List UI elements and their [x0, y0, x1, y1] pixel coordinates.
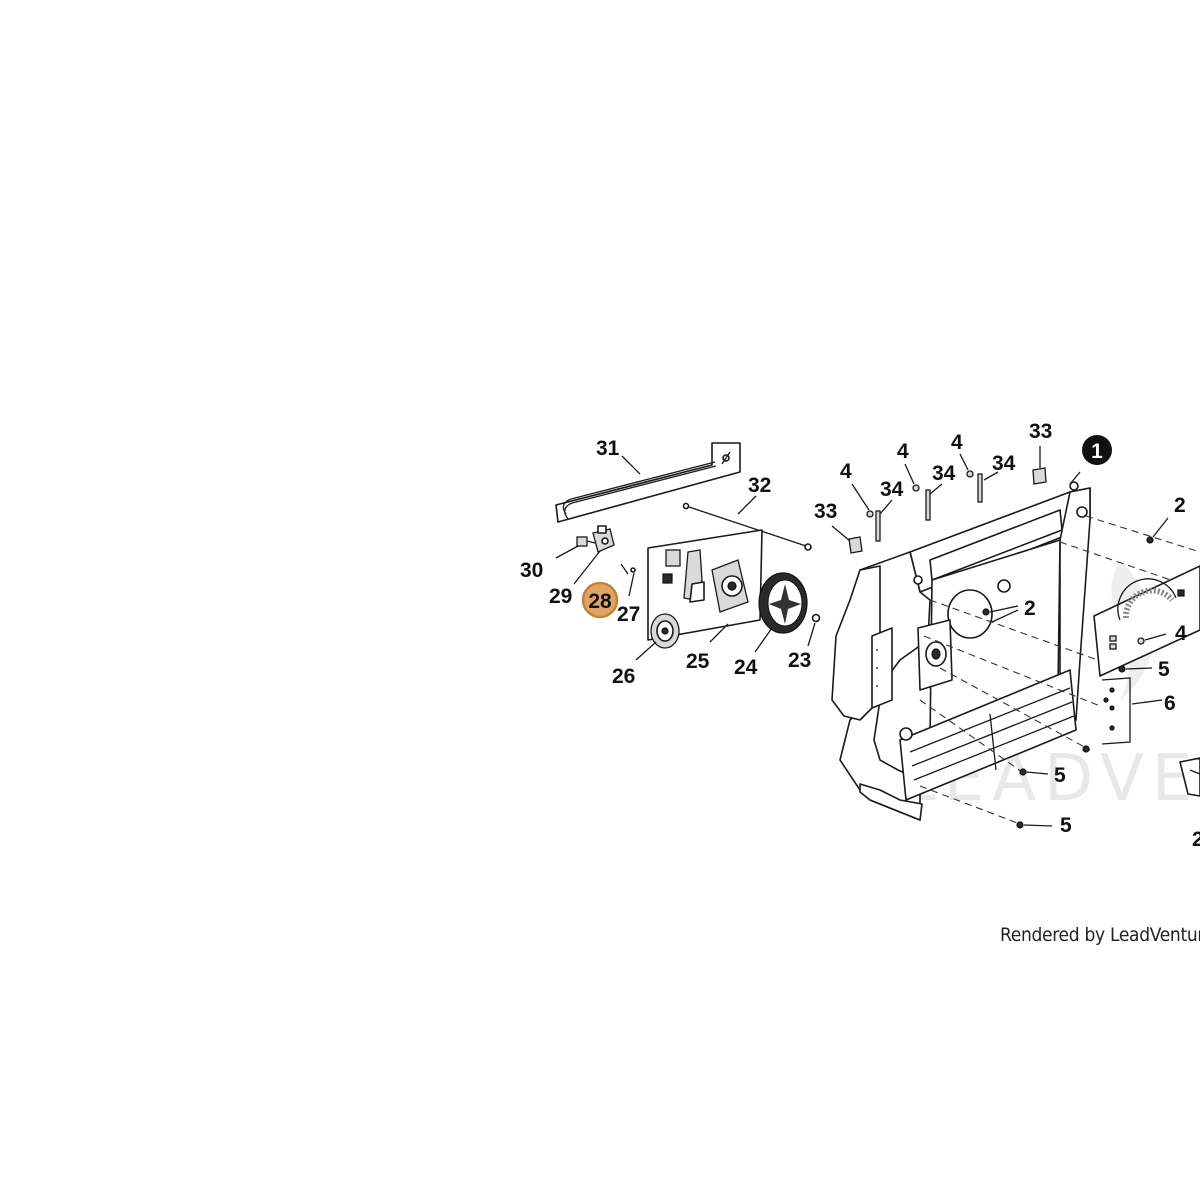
part-29-valve[interactable] [592, 525, 615, 553]
callout-5-a[interactable]: 5 [1158, 658, 1170, 681]
callout-28-highlight[interactable]: 28 [581, 581, 619, 619]
part-31-rod-assembly[interactable] [555, 442, 741, 523]
part-30-bolt[interactable] [576, 536, 596, 547]
callout-5-c[interactable]: 5 [1060, 814, 1072, 837]
part-34-spring-a[interactable] [875, 510, 881, 542]
callout-4-c[interactable]: 4 [951, 431, 963, 454]
part-4-nut-b[interactable] [912, 484, 920, 492]
part-26-reel[interactable] [650, 613, 680, 649]
screw-5-d[interactable] [1016, 821, 1024, 829]
callout-33-left[interactable]: 33 [814, 500, 837, 523]
part-27-pin[interactable] [620, 563, 636, 575]
screw-4-right[interactable] [1137, 637, 1145, 645]
screw-5-a[interactable] [1118, 665, 1126, 673]
callout-2-edge[interactable]: 2 [1192, 828, 1200, 851]
part-24-wheel[interactable] [758, 572, 808, 634]
callout-27[interactable]: 27 [617, 603, 640, 626]
part-label-plate[interactable] [1093, 565, 1200, 677]
part-34-spring-b[interactable] [925, 489, 931, 521]
part-4-nut-c[interactable] [966, 470, 974, 478]
callout-1[interactable]: 1 [1091, 440, 1103, 463]
callout-26[interactable]: 26 [612, 665, 635, 688]
callout-6[interactable]: 6 [1164, 692, 1176, 715]
callout-2-inner[interactable]: 2 [1024, 597, 1036, 620]
part-34-spring-c[interactable] [977, 473, 983, 503]
callout-2-top-right[interactable]: 2 [1174, 494, 1186, 517]
callout-1-badge[interactable]: 1 [1082, 435, 1112, 465]
callout-28[interactable]: 28 [588, 590, 612, 613]
callout-31[interactable]: 31 [596, 437, 620, 460]
callout-34-a[interactable]: 34 [880, 478, 904, 501]
part-32-cable[interactable] [682, 502, 812, 551]
part-4-nut-a[interactable] [866, 510, 874, 518]
callout-30[interactable]: 30 [520, 559, 543, 582]
callout-34-b[interactable]: 34 [932, 462, 956, 485]
screw-2-inner[interactable] [982, 608, 990, 616]
callout-4-a[interactable]: 4 [840, 460, 852, 483]
callout-32[interactable]: 32 [748, 474, 771, 497]
callout-29[interactable]: 29 [549, 585, 572, 608]
callout-33-right[interactable]: 33 [1029, 420, 1052, 443]
callout-5-b[interactable]: 5 [1054, 764, 1066, 787]
part-23-screw[interactable] [811, 613, 821, 623]
part-33-clip-left[interactable] [848, 536, 863, 554]
part-25-control-assembly[interactable] [647, 529, 763, 641]
callout-23[interactable]: 23 [788, 649, 811, 672]
callout-4-b[interactable]: 4 [897, 440, 909, 463]
callout-4-d[interactable]: 4 [1175, 622, 1187, 645]
screw-5-b[interactable] [1082, 745, 1090, 753]
part-edge-partial[interactable] [1179, 757, 1200, 797]
render-credit: Rendered by LeadVentur [1000, 924, 1200, 946]
highlight-circle [581, 581, 619, 619]
screw-5-c[interactable] [1019, 768, 1027, 776]
part-33-clip-right[interactable] [1032, 467, 1047, 485]
part-6-screw-group[interactable] [1101, 677, 1131, 745]
callout-25[interactable]: 25 [686, 650, 710, 673]
screw-2-top-right[interactable] [1146, 536, 1154, 544]
callout-34-c[interactable]: 34 [992, 452, 1016, 475]
callout-24[interactable]: 24 [734, 656, 758, 679]
part-1-front-panel[interactable] [831, 481, 1091, 821]
